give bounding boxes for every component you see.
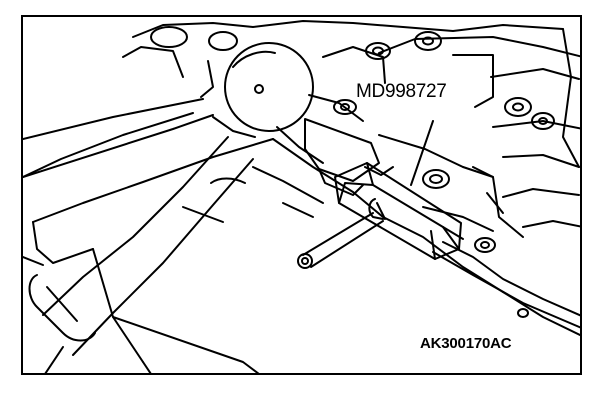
housing-outline bbox=[122, 20, 580, 238]
label-leader-line bbox=[410, 120, 434, 186]
figure-frame bbox=[21, 15, 582, 375]
housing-channels bbox=[378, 134, 504, 232]
extension-bar bbox=[23, 98, 254, 373]
tool-pin bbox=[297, 198, 386, 269]
socket-sleeve bbox=[304, 118, 394, 196]
tool-part-number-label: MD998727 bbox=[356, 81, 447, 102]
special-tool-md998727 bbox=[334, 162, 464, 260]
bolt-bosses bbox=[150, 26, 555, 318]
technical-illustration bbox=[23, 20, 580, 373]
figure-code-label: AK300170AC bbox=[420, 335, 512, 352]
universal-joint bbox=[212, 42, 364, 164]
